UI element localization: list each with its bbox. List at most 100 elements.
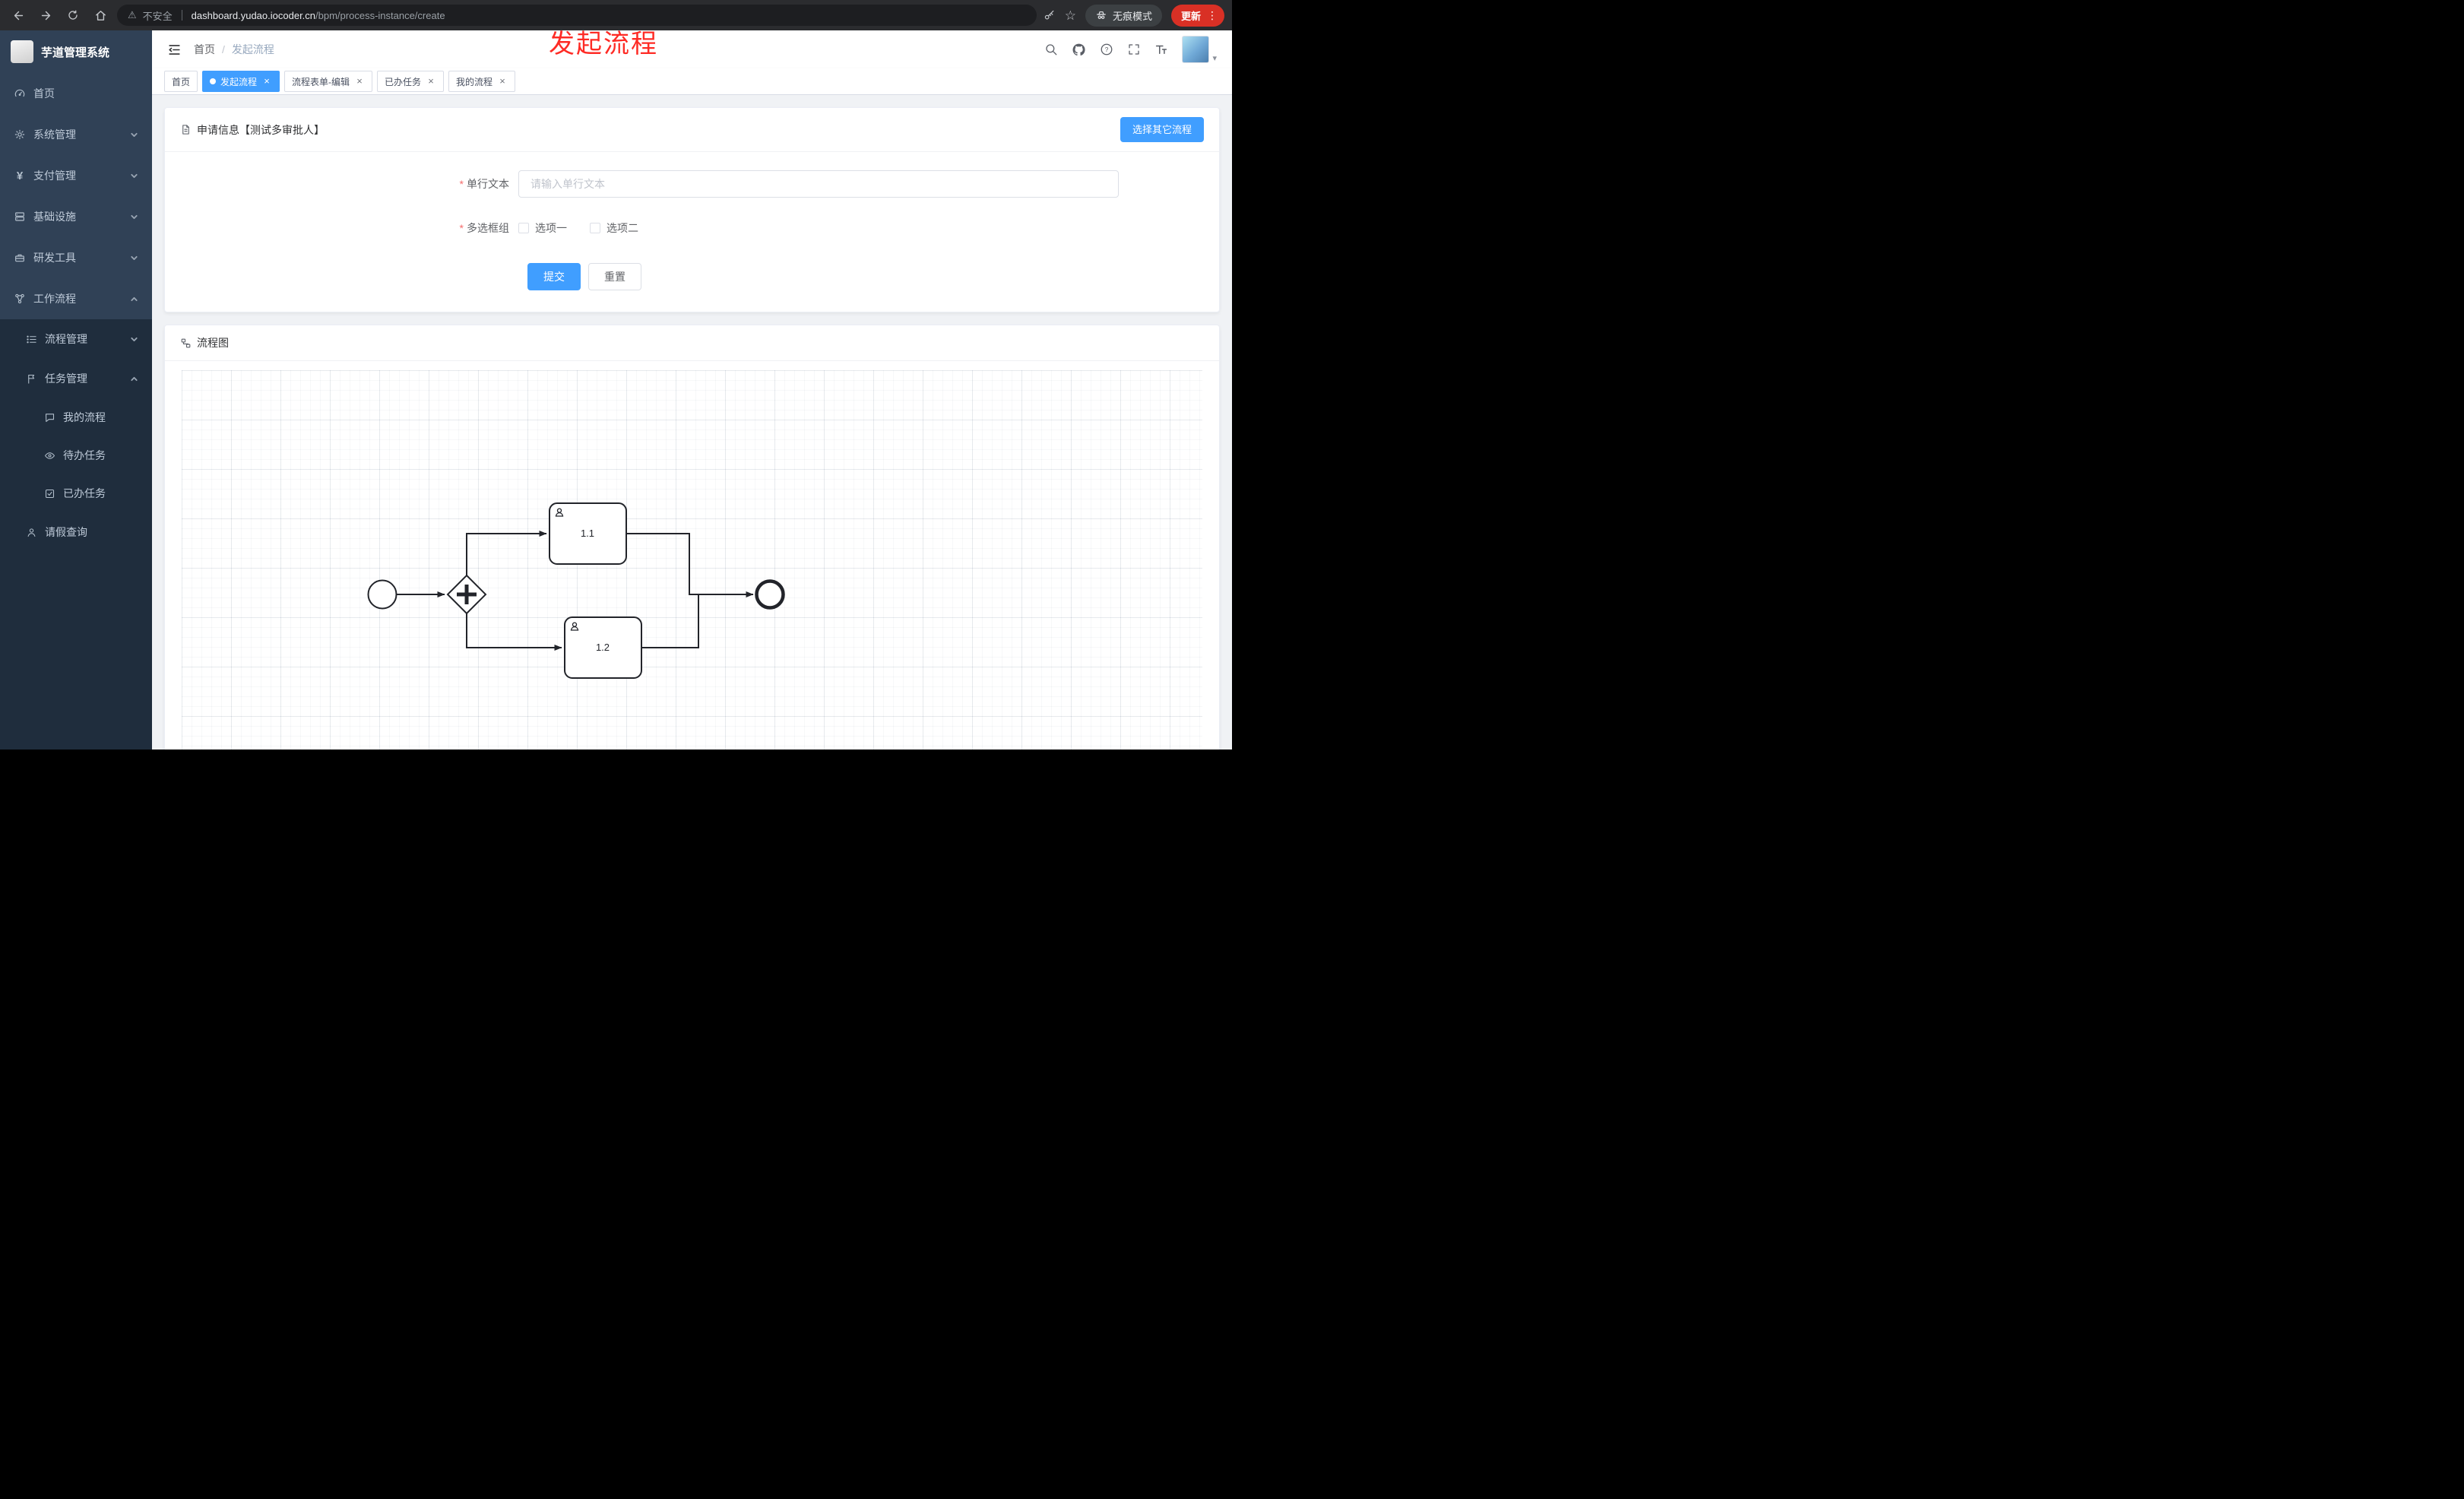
flow-diagram-title: 流程图: [197, 337, 229, 349]
app-logo[interactable]: 芋道管理系统: [0, 30, 152, 73]
sidebar-item-done-tasks[interactable]: 已办任务: [0, 474, 152, 512]
select-other-process-button[interactable]: 选择其它流程: [1120, 117, 1204, 142]
eye-icon: [44, 450, 55, 461]
github-icon: [1072, 43, 1086, 55]
update-label: 更新: [1180, 10, 1201, 22]
toolbox-icon: [14, 252, 26, 264]
chevron-down-icon: [130, 131, 138, 139]
single-line-text-input[interactable]: [518, 170, 1119, 198]
font-size-icon: [1156, 45, 1167, 54]
incognito-badge[interactable]: 无痕模式: [1085, 4, 1162, 27]
home-icon: [95, 10, 106, 21]
tab-initiate-process[interactable]: 发起流程 ×: [202, 71, 280, 92]
user-menu[interactable]: ▾: [1182, 36, 1217, 63]
search-button[interactable]: [1044, 43, 1058, 56]
sidebar-item-payment[interactable]: ¥ 支付管理: [0, 155, 152, 196]
breadcrumb-separator: /: [222, 43, 225, 55]
submit-button[interactable]: 提交: [527, 263, 581, 290]
incognito-icon: [1097, 11, 1106, 19]
form-actions: 提交 重置: [527, 263, 1204, 290]
sidebar-item-devtools[interactable]: 研发工具: [0, 237, 152, 278]
yen-icon: ¥: [16, 169, 24, 182]
tab-label: 首页: [172, 76, 191, 87]
sidebar-item-task-management[interactable]: 任务管理: [0, 359, 152, 398]
bookmark-star-button[interactable]: ☆: [1064, 8, 1076, 23]
user-task-icon: [570, 622, 579, 631]
breadcrumb-home[interactable]: 首页: [194, 43, 215, 55]
plus-icon: [457, 585, 477, 604]
close-icon[interactable]: ×: [428, 75, 434, 87]
tab-done-tasks[interactable]: 已办任务 ×: [377, 71, 445, 92]
tab-my-processes[interactable]: 我的流程 ×: [448, 71, 516, 92]
arrow-right-icon: [41, 11, 50, 20]
sidebar-item-home[interactable]: 首页: [0, 73, 152, 114]
bpmn-start-event: [367, 579, 397, 610]
bpmn-parallel-gateway: [446, 574, 487, 615]
font-size-button[interactable]: [1154, 43, 1168, 56]
sidebar-item-label: 待办任务: [63, 449, 106, 461]
sidebar-item-workflow[interactable]: 工作流程: [0, 278, 152, 319]
browser-back-button[interactable]: [8, 5, 29, 26]
checkbox-icon[interactable]: [518, 223, 529, 233]
browser-actions: ☆ 无痕模式 更新 ⋮: [1043, 4, 1224, 27]
sidebar-item-system[interactable]: 系统管理: [0, 114, 152, 155]
tab-label: 流程表单-编辑: [292, 76, 350, 87]
checkbox-option-2[interactable]: 选项二: [590, 220, 638, 236]
chevron-up-icon: [130, 295, 138, 303]
sidebar-collapse-button[interactable]: [167, 43, 182, 57]
checkbox-group: 选项一 选项二: [518, 214, 638, 242]
bpmn-diagram: 1.1 1.2: [367, 502, 785, 679]
sidebar-item-infrastructure[interactable]: 基础设施: [0, 196, 152, 237]
url-path: /bpm/process-instance/create: [315, 9, 445, 21]
app-header: 首页 / 发起流程 ?: [152, 30, 1232, 68]
breadcrumb-current: 发起流程: [231, 43, 274, 55]
sidebar-item-label: 首页: [33, 87, 55, 100]
reset-button[interactable]: 重置: [588, 263, 641, 290]
sidebar-item-todo-tasks[interactable]: 待办任务: [0, 436, 152, 474]
sequence-flows: [397, 531, 754, 651]
sidebar-menu: 首页 系统管理 ¥ 支付管理: [0, 73, 152, 750]
fullscreen-button[interactable]: [1127, 43, 1141, 56]
checkbox-icon[interactable]: [590, 223, 600, 233]
password-key-button[interactable]: [1043, 9, 1056, 22]
workflow-icon: [14, 293, 26, 305]
flow-diagram-card: 流程图: [164, 325, 1220, 750]
browser-reload-button[interactable]: [62, 5, 84, 26]
bpmn-user-task-2: 1.2: [564, 616, 642, 679]
flag-icon: [26, 373, 37, 385]
header-actions: ? ▾: [1044, 36, 1217, 63]
browser-menu-icon[interactable]: ⋮: [1207, 8, 1218, 21]
browser-home-button[interactable]: [90, 5, 111, 26]
github-button[interactable]: [1072, 43, 1086, 57]
sidebar-item-my-processes[interactable]: 我的流程: [0, 398, 152, 436]
check-square-icon: [44, 488, 55, 499]
url-text: dashboard.yudao.iocoder.cn/bpm/process-i…: [192, 10, 445, 21]
browser-forward-button[interactable]: [35, 5, 56, 26]
sidebar-item-process-management[interactable]: 流程管理: [0, 319, 152, 359]
chrome-update-button[interactable]: 更新 ⋮: [1170, 4, 1224, 27]
flow-task-2-merge: [641, 595, 699, 648]
close-icon[interactable]: ×: [264, 75, 270, 87]
arrow-left-icon: [14, 11, 23, 20]
dashboard-icon: [14, 87, 26, 100]
tab-process-form-edit[interactable]: 流程表单-编辑 ×: [284, 71, 373, 92]
document-icon: [180, 124, 192, 135]
close-icon[interactable]: ×: [499, 75, 505, 87]
address-bar[interactable]: ⚠ 不安全 dashboard.yudao.iocoder.cn/bpm/pro…: [117, 5, 1037, 26]
browser-chrome: ⚠ 不安全 dashboard.yudao.iocoder.cn/bpm/pro…: [0, 0, 1232, 30]
avatar[interactable]: [1182, 36, 1210, 63]
bpmn-end-event: [755, 579, 785, 610]
task-label: 1.1: [581, 528, 594, 539]
security-label[interactable]: 不安全: [142, 10, 173, 22]
tab-home[interactable]: 首页: [164, 71, 198, 92]
sidebar-item-leave-query[interactable]: 请假查询: [0, 512, 152, 552]
sidebar-item-label: 研发工具: [33, 252, 76, 264]
close-icon[interactable]: ×: [356, 75, 363, 87]
app-title: 芋道管理系统: [41, 46, 110, 59]
fullscreen-icon: [1129, 44, 1140, 55]
checkbox-option-1[interactable]: 选项一: [518, 220, 567, 236]
sidebar-item-label: 已办任务: [63, 487, 106, 499]
field-label: *多选框组: [459, 222, 509, 234]
help-button[interactable]: ?: [1100, 43, 1113, 56]
form-row-single-line-text: *单行文本: [180, 170, 1204, 198]
